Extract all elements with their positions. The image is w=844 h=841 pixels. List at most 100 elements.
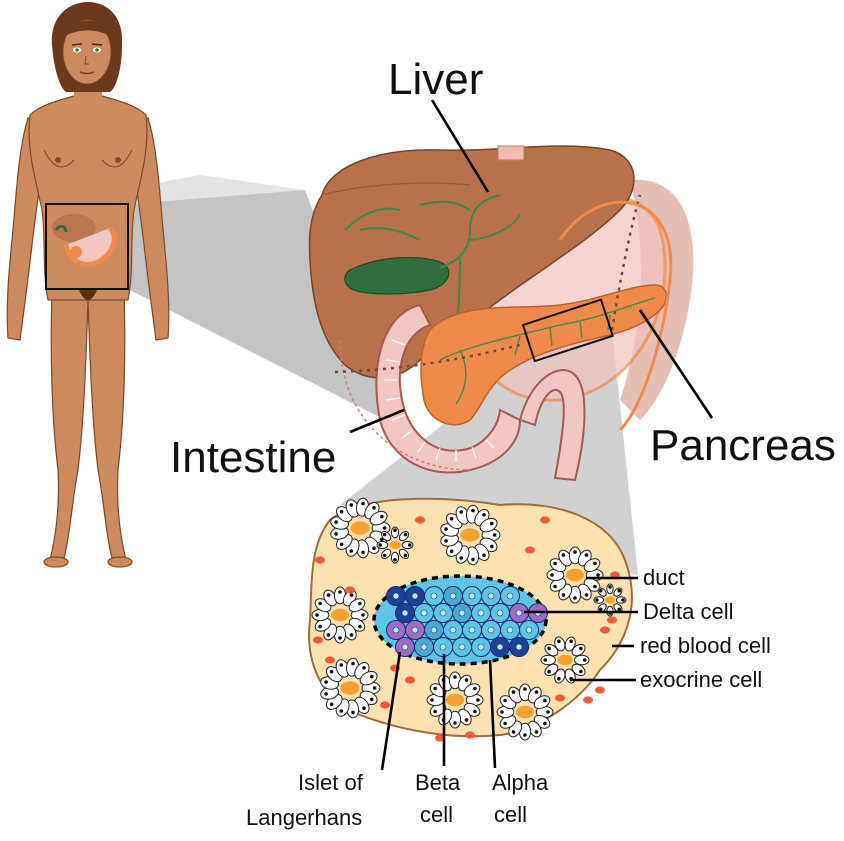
cell-nucleus bbox=[506, 592, 514, 600]
duct-lumen bbox=[516, 705, 534, 719]
acinus bbox=[540, 636, 590, 684]
label-alpha-line2: cell bbox=[494, 802, 527, 827]
exocrine-cell bbox=[564, 636, 576, 652]
cell-nucleus bbox=[361, 613, 365, 617]
cell-nucleus bbox=[326, 633, 331, 637]
cell-nucleus bbox=[349, 549, 354, 553]
acinus bbox=[546, 546, 604, 604]
exocrine-cell bbox=[540, 654, 556, 666]
cell-nucleus bbox=[496, 643, 504, 651]
cell-nucleus bbox=[506, 626, 514, 634]
abdominal-organs bbox=[308, 145, 694, 482]
cell-nucleus bbox=[430, 698, 434, 702]
red-blood-cell bbox=[525, 546, 535, 554]
cell-nucleus bbox=[500, 710, 504, 714]
human-figure bbox=[6, 2, 170, 568]
red-blood-cell bbox=[600, 626, 610, 634]
cell-nucleus bbox=[550, 573, 554, 577]
cell-nucleus bbox=[372, 546, 376, 550]
cell-nucleus bbox=[361, 501, 365, 506]
cell-nucleus bbox=[464, 678, 469, 682]
cell-nucleus bbox=[553, 561, 557, 566]
acinus bbox=[330, 497, 391, 559]
exocrine-cell bbox=[390, 526, 400, 539]
pancreas-zoom-box bbox=[521, 298, 614, 363]
cell-nucleus bbox=[329, 702, 334, 707]
cell-nucleus bbox=[471, 557, 475, 562]
duct-lumen bbox=[566, 568, 584, 582]
cell-nucleus bbox=[329, 669, 334, 674]
cell-nucleus bbox=[349, 633, 354, 637]
red-blood-cell bbox=[607, 616, 617, 624]
cell-nucleus bbox=[339, 709, 344, 713]
cell-nucleus bbox=[380, 537, 384, 542]
exocrine-cell bbox=[376, 540, 389, 550]
label-beta-line2: cell bbox=[420, 802, 453, 827]
cell-nucleus bbox=[487, 626, 495, 634]
cell-nucleus bbox=[582, 658, 587, 662]
cell-nucleus bbox=[515, 643, 523, 651]
exocrine-cell bbox=[533, 695, 551, 710]
duct-lumen bbox=[331, 608, 349, 622]
cell-nucleus bbox=[453, 721, 457, 725]
cell-nucleus bbox=[593, 584, 597, 589]
cell-nucleus bbox=[401, 643, 409, 651]
acinus bbox=[426, 671, 484, 729]
label-duct: duct bbox=[643, 565, 685, 590]
cell-nucleus bbox=[339, 542, 344, 547]
cell-nucleus bbox=[439, 643, 447, 651]
cell-nucleus bbox=[430, 592, 438, 600]
cell-nucleus bbox=[482, 513, 486, 517]
red-blood-cell bbox=[405, 676, 415, 684]
cell-nucleus bbox=[433, 686, 437, 691]
label-exocrine-cell: exocrine cell bbox=[640, 667, 762, 692]
cell-nucleus bbox=[411, 592, 419, 600]
cell-nucleus bbox=[433, 709, 437, 714]
cell-nucleus bbox=[503, 698, 507, 703]
exocrine-cell bbox=[574, 654, 590, 666]
cell-nucleus bbox=[370, 674, 374, 679]
cell-nucleus bbox=[449, 516, 454, 521]
cell-nucleus bbox=[324, 692, 328, 696]
cell-nucleus bbox=[338, 636, 342, 640]
gallbladder bbox=[344, 256, 450, 295]
duct-lumen bbox=[557, 654, 573, 666]
cell-nucleus bbox=[464, 718, 469, 722]
cell-nucleus bbox=[459, 510, 464, 514]
cell-nucleus bbox=[361, 550, 365, 555]
acinus bbox=[440, 504, 501, 566]
cell-nucleus bbox=[334, 520, 338, 524]
cell-nucleus bbox=[561, 593, 566, 597]
label-intestine: Intestine bbox=[170, 433, 336, 482]
cell-nucleus bbox=[392, 592, 400, 600]
cell-nucleus bbox=[378, 543, 383, 547]
cell-nucleus bbox=[584, 593, 589, 597]
duct-lumen bbox=[350, 521, 370, 535]
cell-nucleus bbox=[358, 624, 362, 629]
cell-nucleus bbox=[598, 588, 603, 593]
cell-nucleus bbox=[547, 646, 551, 651]
cell-nucleus bbox=[596, 573, 600, 577]
cell-nucleus bbox=[621, 598, 625, 602]
cell-nucleus bbox=[411, 626, 419, 634]
liver bbox=[308, 145, 635, 379]
cell-nucleus bbox=[573, 550, 577, 554]
duct-lumen bbox=[604, 596, 616, 604]
cell-nucleus bbox=[372, 686, 377, 690]
cell-nucleus bbox=[473, 686, 477, 691]
cell-nucleus bbox=[477, 643, 485, 651]
exocrine-cell bbox=[479, 517, 498, 533]
cell-nucleus bbox=[561, 553, 566, 557]
cell-nucleus bbox=[449, 626, 457, 634]
cell-nucleus bbox=[351, 710, 355, 715]
cell-nucleus bbox=[496, 609, 504, 617]
cell-nucleus bbox=[482, 553, 486, 557]
cell-nucleus bbox=[543, 721, 547, 726]
cell-nucleus bbox=[584, 553, 589, 557]
red-blood-cell bbox=[313, 636, 323, 644]
cell-nucleus bbox=[557, 639, 561, 644]
cell-nucleus bbox=[525, 626, 533, 634]
cell-nucleus bbox=[595, 598, 599, 602]
acinus bbox=[496, 683, 554, 741]
